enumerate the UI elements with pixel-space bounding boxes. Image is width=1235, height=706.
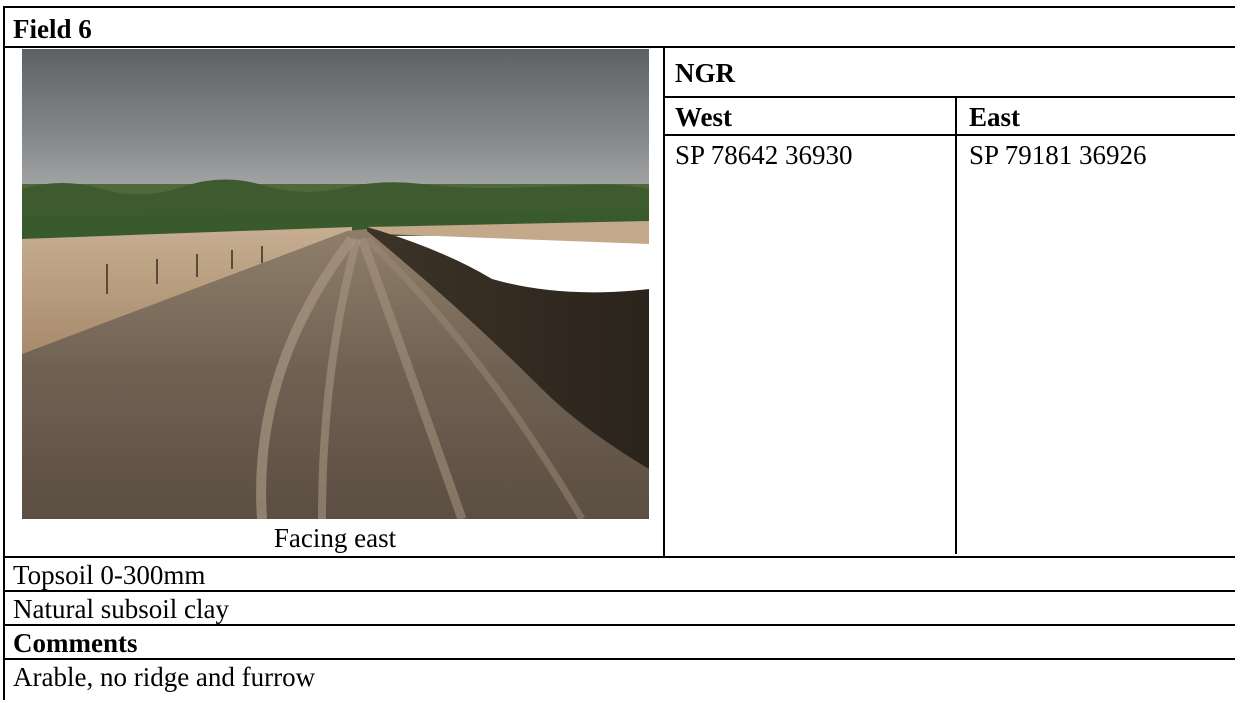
ngr-title: NGR [665, 48, 1235, 98]
subsoil-row: Natural subsoil clay [5, 592, 1235, 626]
topsoil-row: Topsoil 0-300mm [5, 558, 1235, 592]
site-photo-image [22, 49, 649, 519]
comments-text: Arable, no ridge and furrow [13, 662, 316, 692]
comments-label: Comments [5, 626, 1235, 660]
main-row: Facing east NGR West East SP 78642 36930… [5, 48, 1235, 558]
ngr-table: NGR West East SP 78642 36930 SP 79181 36… [665, 48, 1235, 556]
site-photo [22, 49, 649, 519]
record-sheet: Field 6 [3, 6, 1235, 700]
east-value: SP 79181 36926 [969, 140, 1147, 170]
photo-cell: Facing east [5, 48, 665, 556]
photo-caption: Facing east [273, 523, 397, 553]
west-value: SP 78642 36930 [665, 136, 957, 554]
east-label: East [969, 102, 1021, 132]
ngr-header-row: West East [665, 98, 1235, 136]
ngr-values-row: SP 78642 36930 SP 79181 36926 [665, 136, 1235, 554]
field-title: Field 6 [5, 8, 1235, 48]
west-label: West [665, 98, 957, 134]
